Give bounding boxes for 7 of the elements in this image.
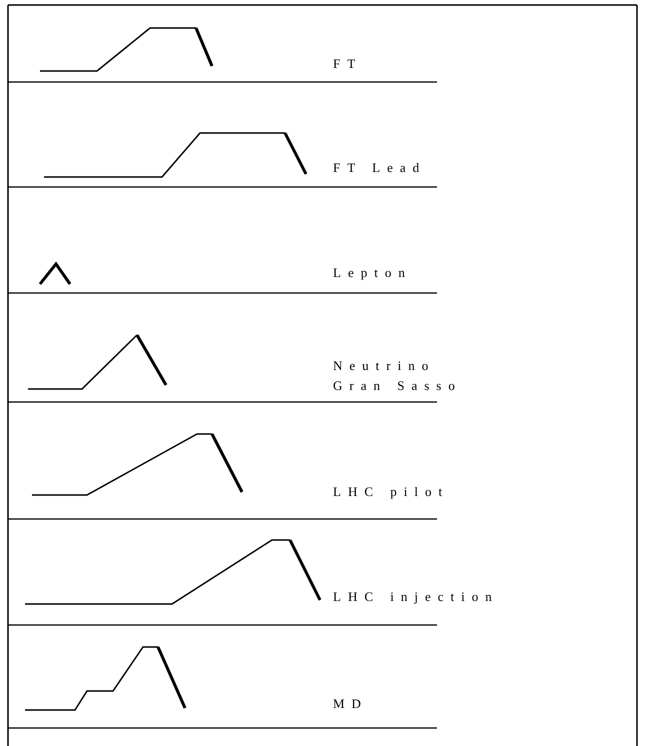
cycle-label: Lepton: [333, 264, 413, 282]
cycle-label: LHC pilot: [333, 483, 450, 501]
cycle-label: Neutrino Gran Sasso: [333, 357, 463, 395]
cycle-label: LHC injection: [333, 588, 500, 606]
cycle-label: MD: [333, 695, 369, 713]
cycle-label: FT: [333, 55, 364, 73]
cycle-label: FT Lead: [333, 159, 428, 177]
